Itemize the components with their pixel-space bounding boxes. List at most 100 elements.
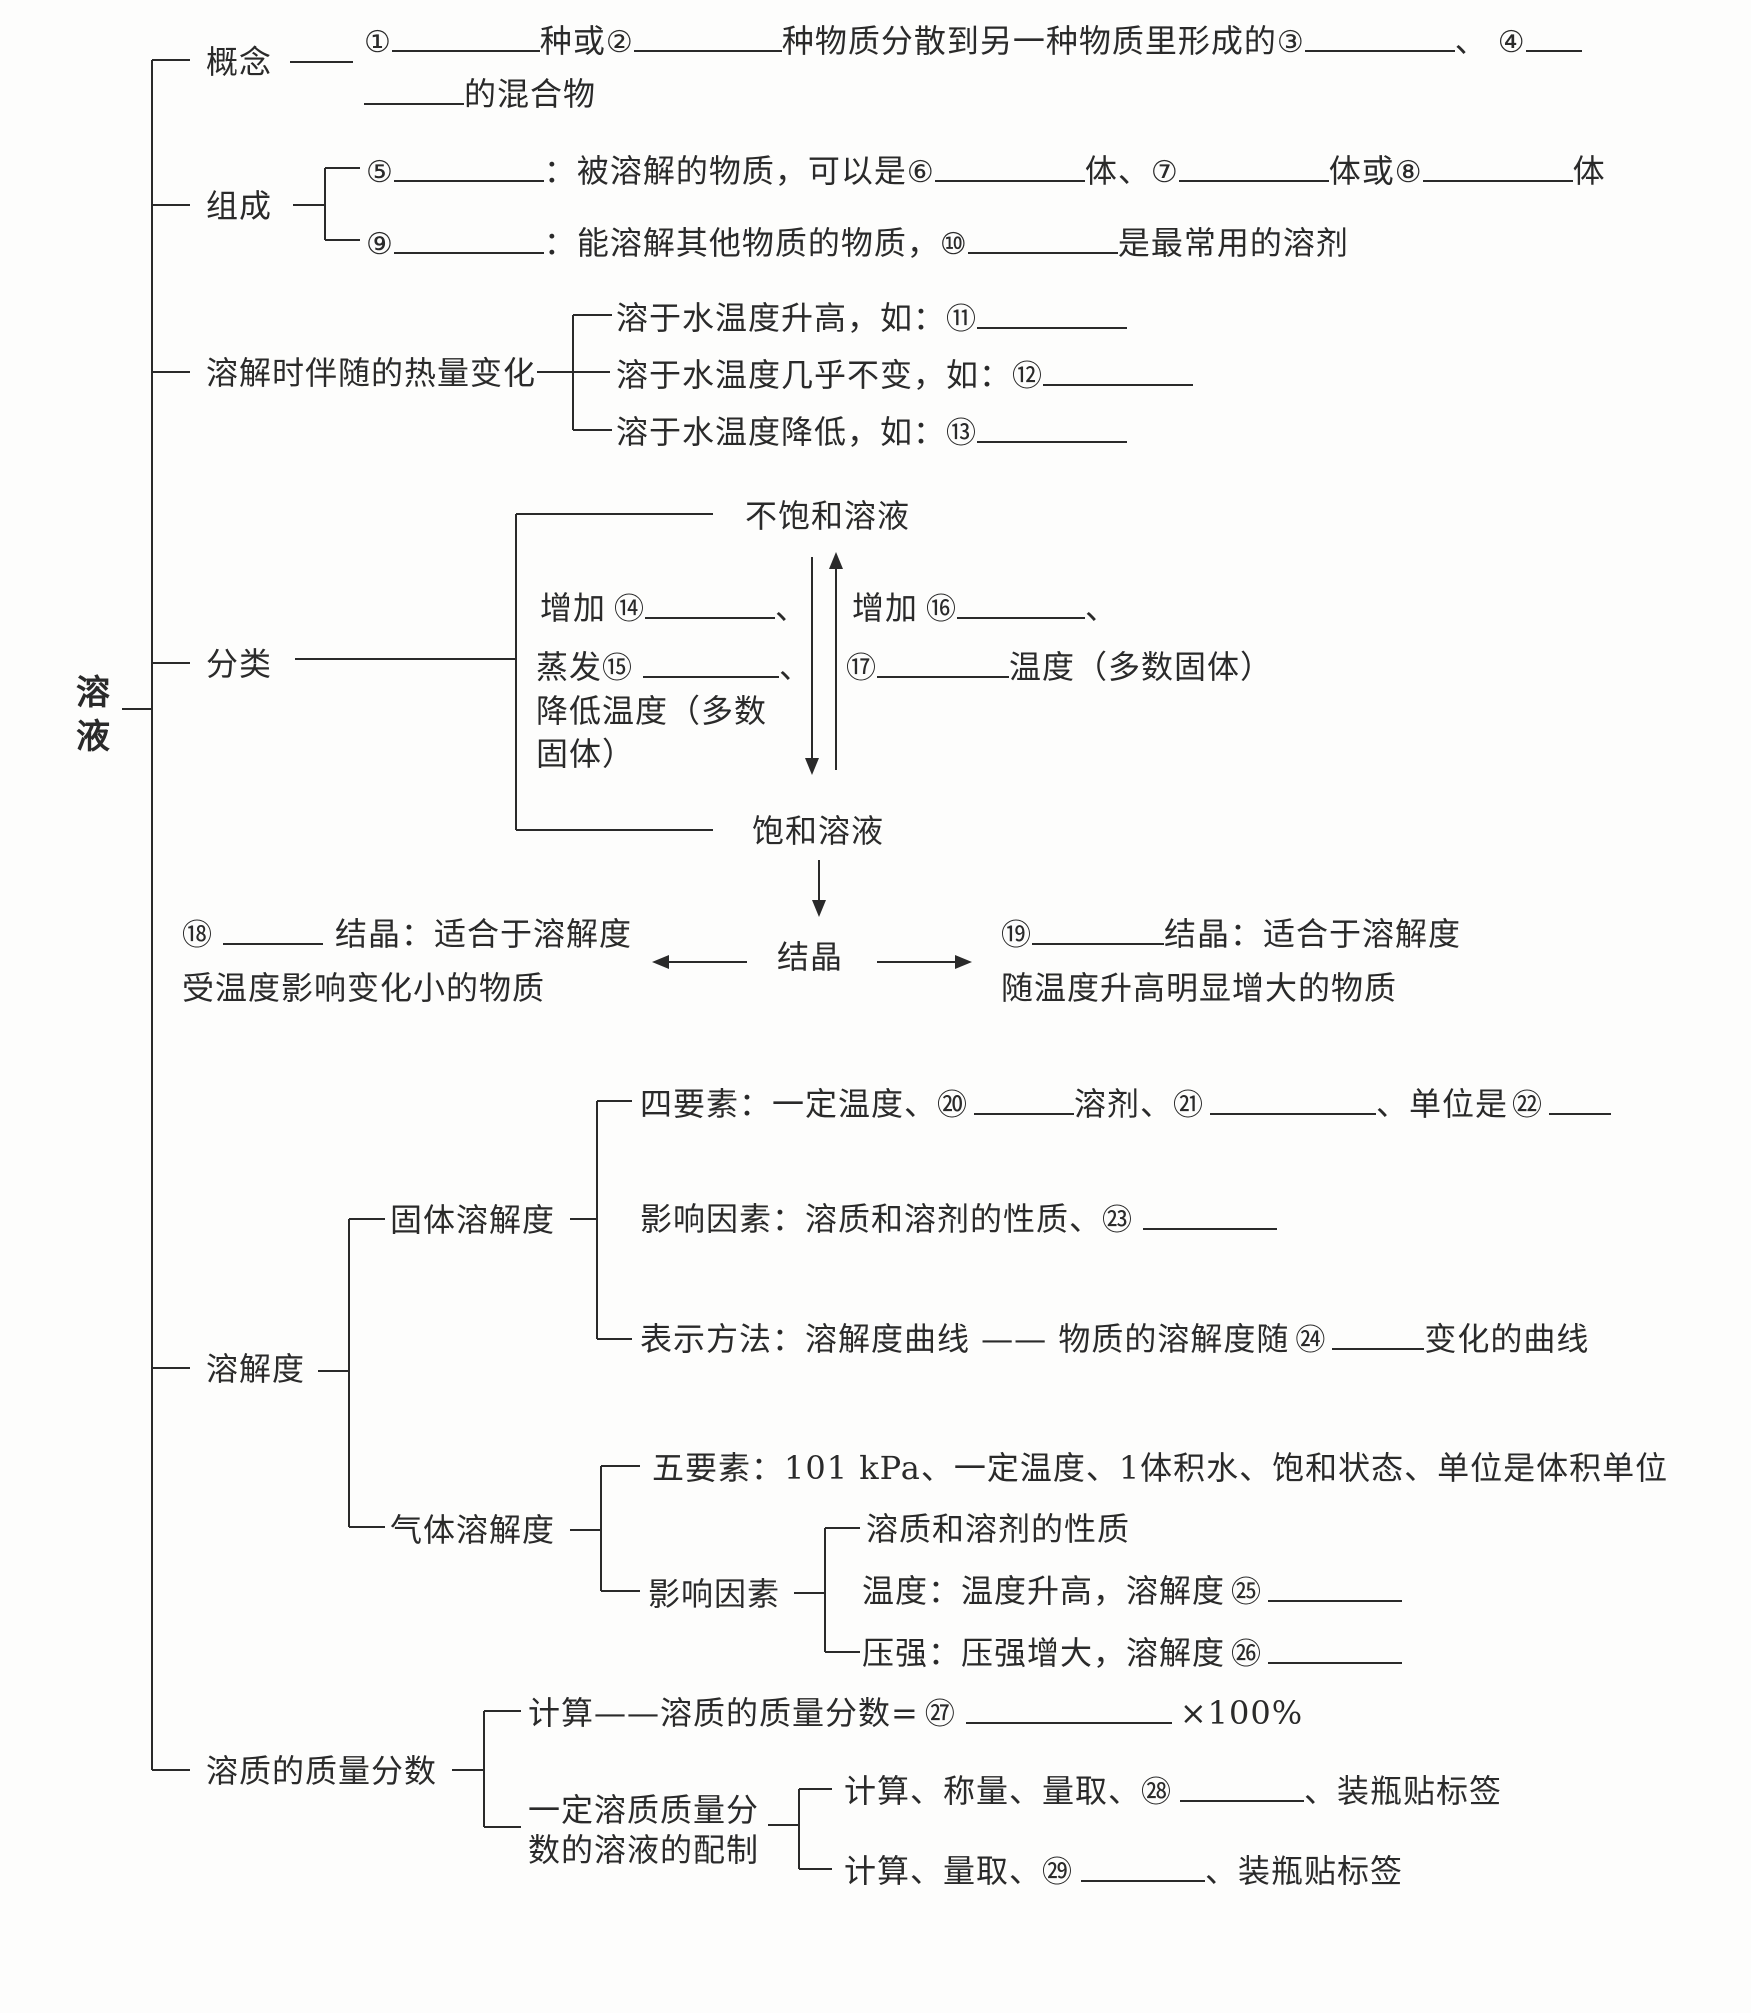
blank-1[interactable] [391,20,540,52]
saturated-label: 饱和溶液 [752,812,885,850]
concept-text2: 种物质分散到另一种物质里形成的 [781,22,1277,60]
lower-temp-line1: 降低温度（多数 [536,692,768,730]
four-elements-text: 四要素：一定温度、 [640,1085,938,1123]
prep-step-liquid-text: 计算、量取、 [844,1852,1043,1890]
calc-text: 计算——溶质的质量分数= [528,1694,919,1732]
blank-21[interactable] [1210,1083,1377,1115]
blank-20[interactable] [974,1083,1075,1115]
calc-line: 计算——溶质的质量分数=㉗×100% [528,1692,1303,1735]
blank-13[interactable] [977,411,1128,443]
blank-number-17: ⑰ [846,651,877,686]
blank-number-16: ⑯ [926,592,958,627]
crystallization-label: 结晶 [777,938,844,976]
blank-number-19: ⑲ [1001,918,1032,953]
prep-step-solid-line: 计算、称量、量取、㉘、装瓶贴标签 [844,1770,1502,1813]
blank-16[interactable] [957,587,1086,619]
method-text: 表示方法：溶解度曲线 —— 物质的溶解度随 [640,1320,1290,1358]
crystal-left-text: 结晶：适合于溶解度 [335,915,633,953]
blank-14[interactable] [645,587,776,619]
blank-8[interactable] [1422,150,1573,182]
blank-18[interactable] [223,913,323,945]
prep-step-solid-text: 计算、称量、量取、 [844,1772,1142,1810]
blank-23[interactable] [1143,1198,1278,1230]
add-left-text: 增加 [540,589,607,627]
heat-label: 溶解时伴随的热量变化 [206,354,537,392]
evap-line: 蒸发⑮、 [536,646,812,689]
concept-text1: 种或 [539,22,606,60]
blank-5[interactable] [393,150,544,182]
blank-number-10: ⑩ [939,227,968,262]
blank-10[interactable] [967,222,1118,254]
blank-24[interactable] [1332,1318,1425,1350]
blank-9[interactable] [393,222,544,254]
four-elements-text21: 、单位是 [1376,1085,1509,1123]
blank-number-22: ㉒ [1512,1088,1544,1123]
heat-fall-line: 溶于水温度降低，如：⑬ [616,411,1128,454]
method-text24: 变化的曲线 [1424,1320,1590,1358]
blank-27[interactable] [965,1692,1172,1724]
blank-number-11: ⑪ [946,302,978,337]
blank-number-13: ⑬ [946,416,978,451]
gas-solubility-label: 气体溶解度 [390,1511,556,1549]
blank-12[interactable] [1043,354,1194,386]
prep-step-solid-text28: 、装瓶贴标签 [1304,1772,1503,1810]
blank-number-26: ㉖ [1231,1637,1263,1672]
blank-28[interactable] [1180,1770,1305,1802]
blank-15[interactable] [643,646,780,678]
blank-7[interactable] [1178,150,1329,182]
solute-text8: 体 [1572,152,1606,190]
blank-number-8: ⑧ [1394,155,1423,190]
crystal-left-line1: ⑱ 结晶：适合于溶解度 [182,913,632,956]
blank-4b[interactable] [364,73,464,105]
lower-temp-line2: 固体） [536,735,636,773]
blank-3[interactable] [1304,20,1455,52]
blank-29[interactable] [1081,1850,1206,1882]
blank-6[interactable] [934,150,1085,182]
four-elements-text20: 溶剂、 [1074,1085,1174,1123]
prep-label-line2: 数的溶液的配制 [528,1831,760,1869]
blank-26[interactable] [1268,1632,1403,1664]
blank-number-23: ㉓ [1102,1203,1134,1238]
blank-19[interactable] [1032,913,1164,945]
solid-solubility-label: 固体溶解度 [390,1201,556,1239]
solid-factor-text: 影响因素：溶质和溶剂的性质、 [640,1200,1103,1238]
mass-fraction-label: 溶质的质量分数 [206,1752,438,1790]
add-right-text: 增加 [852,589,919,627]
heat-same-line: 溶于水温度几乎不变，如：⑫ [616,354,1194,397]
blank-4a[interactable] [1525,20,1582,52]
heat-fall-text: 溶于水温度降低，如： [616,413,947,451]
gas-factor-temp-text: 温度：温度升高，溶解度 [862,1572,1226,1610]
root-label-line2: 液 [76,717,111,757]
solvent-text: ：能溶解其他物质的物质， [543,224,940,262]
blank-number-27: ㉗ [924,1697,956,1732]
blank-25[interactable] [1268,1570,1403,1602]
prep-step-liquid-line: 计算、量取、㉙、装瓶贴标签 [844,1850,1403,1893]
blank-22[interactable] [1549,1083,1612,1115]
solute-text7: 体或 [1328,152,1395,190]
root-label-line1: 溶 [76,673,111,713]
blank-number-6: ⑥ [906,155,935,190]
blank-11[interactable] [977,297,1128,329]
blank-2[interactable] [633,20,782,52]
heat-rise-line: 溶于水温度升高，如：⑪ [616,297,1128,340]
blank-number-3: ③ [1276,25,1305,60]
gas-factor-label: 影响因素 [648,1575,781,1613]
blank-number-25: ㉕ [1231,1575,1263,1610]
five-elements-line: 五要素：101 kPa、一定温度、1体积水、饱和状态、单位是体积单位 [652,1449,1669,1487]
crystal-right-line2: 随温度升高明显增大的物质 [1001,969,1398,1007]
blank-number-18: ⑱ [182,918,213,953]
blank-17[interactable] [877,646,1009,678]
gas-factor-nature: 溶质和溶剂的性质 [866,1510,1131,1548]
blank-number-12: ⑫ [1012,359,1044,394]
